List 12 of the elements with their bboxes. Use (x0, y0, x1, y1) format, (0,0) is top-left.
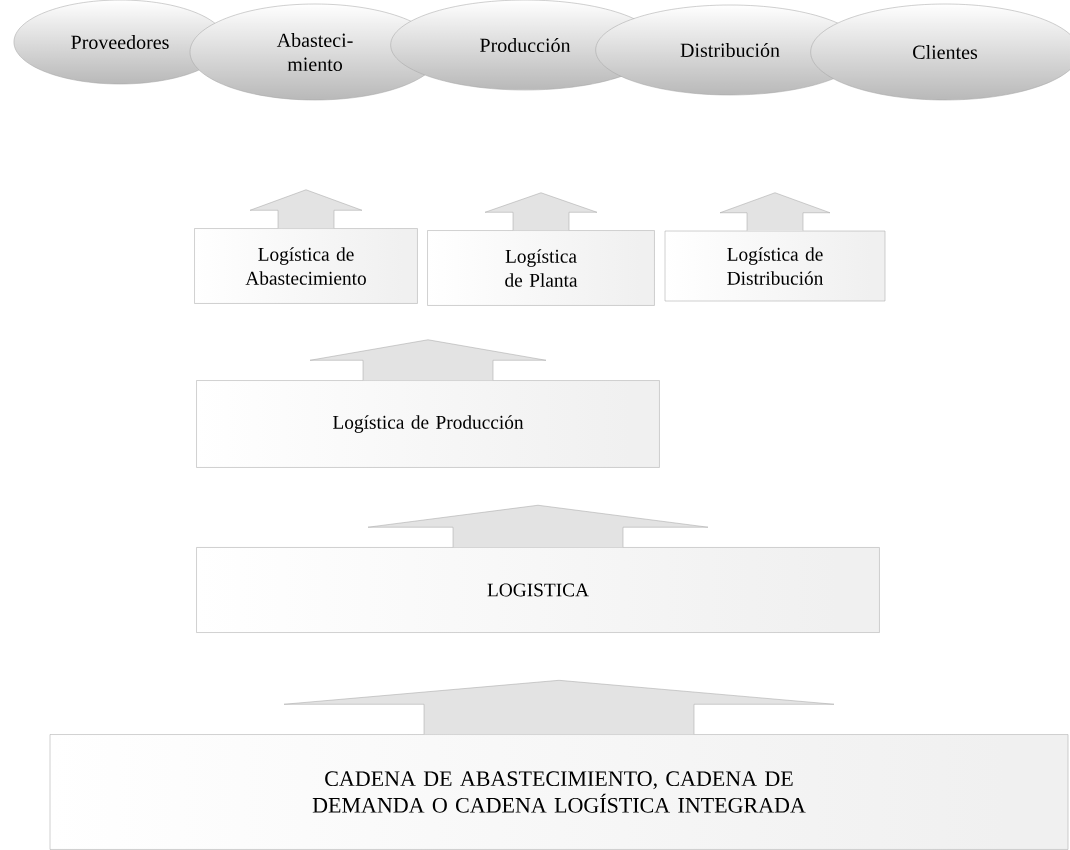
block-arrow (283, 680, 835, 735)
text-box: LOGISTICA (196, 547, 880, 633)
text-box: CADENA DE ABASTECIMIENTO, CADENA DE DEMANDA O CADENA LOGÍSTICA INTEGRADA (49, 734, 1069, 850)
block-arrow (367, 504, 709, 548)
text-box: Logística de Abastecimiento (194, 228, 418, 304)
text-box: Logística de Producción (196, 380, 660, 468)
block-arrow (484, 192, 598, 231)
text-box: Logística de Distribución (664, 230, 886, 302)
text-box: Logística de Planta (427, 230, 655, 306)
block-arrow (249, 189, 363, 229)
block-arrow (309, 339, 547, 381)
block-arrow (719, 192, 831, 231)
